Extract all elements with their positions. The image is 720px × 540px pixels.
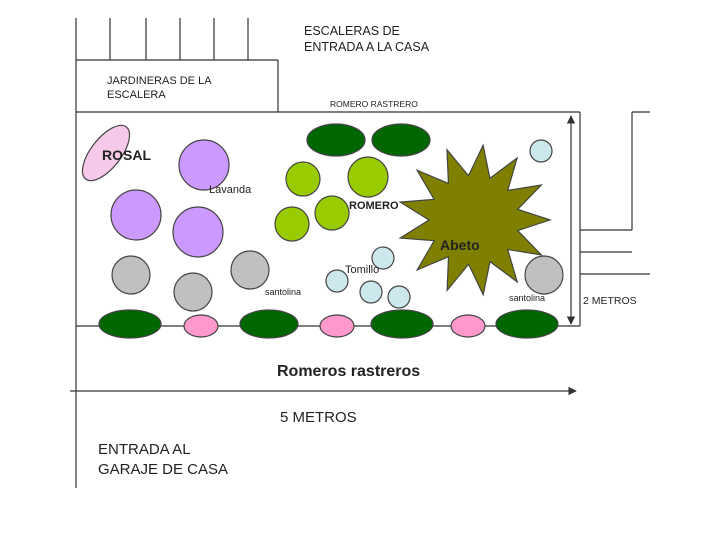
romero-rastrero-shape: [239, 309, 299, 339]
romero-rastrero-shape: [98, 309, 162, 339]
rosal-shape: [81, 124, 131, 182]
tomillo-shape: [325, 269, 349, 293]
romero-shape: [285, 161, 321, 197]
flor-rosa-shape: [450, 314, 486, 338]
lavanda-shape: [110, 189, 162, 241]
two-meters-label: 2 METROS: [583, 295, 637, 307]
flor-rosa-shape: [319, 314, 355, 338]
top-creeping-rosemary-label: ROMERO RASTRERO: [330, 99, 418, 109]
romero-shape: [347, 156, 389, 198]
stair-planters-label-line1: JARDINERAS DE LA: [107, 75, 212, 87]
abeto-shape: [398, 143, 552, 297]
lavanda-shape: [178, 139, 230, 191]
tomillo-shape: [371, 246, 395, 270]
rose-label: ROSAL: [102, 147, 151, 163]
rosemary-label: ROMERO: [349, 200, 399, 212]
flor-rosa-shape: [183, 314, 219, 338]
plants: [81, 123, 564, 339]
fir-label: Abeto: [440, 237, 480, 253]
santolina-left-label: santolina: [265, 287, 301, 297]
santolina-shape: [524, 255, 564, 295]
stairs-entry-label-line2: ENTRADA A LA CASA: [304, 40, 430, 54]
santolina-shape: [173, 272, 213, 312]
stair-planters-label-line2: ESCALERA: [107, 89, 166, 101]
romero-rastrero-shape: [306, 123, 366, 157]
tomillo-shape: [387, 285, 411, 309]
romero-rastrero-shape: [495, 309, 559, 339]
tomillo-shape: [529, 139, 553, 163]
santolina-shape: [111, 255, 151, 295]
santolina-right-label: santolina: [509, 293, 545, 303]
stairs-entry-label-line1: ESCALERAS DE: [304, 24, 400, 38]
five-meters-label: 5 METROS: [280, 409, 357, 426]
creeping-rosemaries-label: Romeros rastreros: [277, 363, 420, 380]
labels: ESCALERAS DE ENTRADA A LA CASA JARDINERA…: [98, 24, 637, 478]
lavanda-shape: [172, 206, 224, 258]
romero-shape: [274, 206, 310, 242]
romero-rastrero-shape: [370, 309, 434, 339]
thyme-label: Tomillo: [345, 264, 379, 276]
garage-entry-label-line2: GARAJE DE CASA: [98, 461, 228, 478]
romero-rastrero-shape: [371, 123, 431, 157]
romero-shape: [314, 195, 350, 231]
garage-entry-label-line1: ENTRADA AL: [98, 441, 191, 458]
tomillo-shape: [359, 280, 383, 304]
santolina-shape: [230, 250, 270, 290]
lavender-label: Lavanda: [209, 184, 252, 196]
